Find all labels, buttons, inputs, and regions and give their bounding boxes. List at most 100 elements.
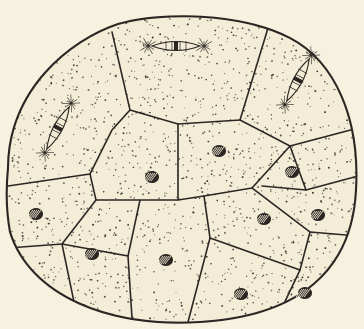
stipple-dot	[5, 259, 7, 261]
stipple-dot	[200, 159, 202, 161]
stipple-dot	[157, 309, 158, 310]
stipple-dot	[295, 58, 296, 59]
stipple-dot	[30, 298, 32, 300]
stipple-dot	[310, 127, 311, 128]
stipple-dot	[23, 118, 24, 119]
stipple-dot	[46, 190, 48, 192]
stipple-dot	[115, 133, 117, 135]
stipple-dot	[174, 183, 175, 184]
stipple-dot	[38, 62, 39, 63]
stipple-dot	[239, 16, 241, 18]
stipple-dot	[105, 317, 106, 318]
stipple-dot	[338, 126, 339, 127]
stipple-dot	[99, 209, 100, 210]
stipple-dot	[276, 150, 278, 152]
stipple-dot	[125, 266, 127, 268]
stipple-dot	[237, 50, 239, 52]
stipple-dot	[276, 217, 278, 219]
stipple-dot	[233, 158, 235, 160]
stipple-dot	[257, 16, 258, 17]
stipple-dot	[84, 304, 85, 305]
stipple-dot	[171, 53, 173, 55]
stipple-dot	[76, 116, 77, 117]
stipple-dot	[50, 82, 51, 83]
stipple-dot	[84, 164, 85, 165]
stipple-dot	[115, 227, 117, 229]
stipple-dot	[231, 167, 232, 168]
stipple-dot	[26, 55, 27, 56]
stipple-dot	[305, 202, 306, 203]
stipple-dot	[310, 20, 311, 21]
stipple-dot	[171, 106, 173, 108]
stipple-dot	[50, 13, 51, 14]
stipple-dot	[6, 290, 8, 292]
stipple-dot	[277, 15, 279, 17]
stipple-dot	[269, 37, 270, 38]
stipple-dot	[354, 74, 356, 76]
stipple-dot	[241, 90, 243, 92]
stipple-dot	[167, 37, 168, 38]
stipple-dot	[331, 46, 333, 48]
stipple-dot	[352, 204, 353, 205]
stipple-dot	[327, 208, 329, 210]
stipple-dot	[55, 276, 57, 278]
stipple-dot	[265, 68, 267, 70]
stipple-dot	[356, 266, 358, 268]
stipple-dot	[237, 187, 238, 188]
stipple-dot	[212, 136, 213, 137]
stipple-dot	[43, 131, 44, 132]
stipple-dot	[53, 218, 55, 220]
stipple-dot	[229, 300, 230, 301]
stipple-dot	[188, 265, 189, 266]
stipple-dot	[74, 242, 76, 244]
stipple-dot	[284, 92, 286, 94]
stipple-dot	[348, 211, 350, 213]
stipple-dot	[38, 36, 40, 38]
stipple-dot	[146, 190, 147, 191]
stipple-dot	[88, 149, 89, 150]
stipple-dot	[330, 40, 332, 42]
stipple-dot	[293, 241, 294, 242]
stipple-dot	[62, 201, 64, 203]
stipple-dot	[265, 61, 266, 62]
stipple-dot	[239, 208, 241, 210]
stipple-dot	[226, 83, 227, 84]
stipple-dot	[153, 230, 155, 232]
stipple-dot	[230, 87, 232, 89]
stipple-dot	[339, 50, 341, 52]
stipple-dot	[319, 273, 321, 275]
stipple-dot	[250, 270, 251, 271]
stipple-dot	[205, 64, 206, 65]
stipple-dot	[212, 114, 214, 116]
stipple-dot	[32, 287, 34, 289]
stipple-dot	[329, 55, 331, 57]
stipple-dot	[167, 301, 168, 302]
stipple-dot	[85, 312, 87, 314]
stipple-dot	[110, 73, 112, 75]
stipple-dot	[25, 29, 26, 30]
stipple-dot	[14, 77, 16, 79]
stipple-dot	[233, 225, 235, 227]
stipple-dot	[222, 275, 223, 276]
stipple-dot	[207, 141, 208, 142]
stipple-dot	[63, 17, 65, 19]
stipple-dot	[13, 282, 14, 283]
stipple-dot	[97, 83, 98, 84]
stipple-dot	[117, 27, 119, 29]
stipple-dot	[185, 251, 186, 252]
stipple-dot	[89, 279, 90, 280]
stipple-dot	[276, 76, 278, 78]
stipple-dot	[109, 203, 110, 204]
stipple-dot	[35, 313, 36, 314]
stipple-dot	[101, 321, 103, 323]
stipple-dot	[186, 250, 188, 252]
stipple-dot	[127, 224, 129, 226]
stipple-dot	[128, 188, 129, 189]
stipple-dot	[309, 266, 311, 268]
stipple-dot	[127, 275, 128, 276]
stipple-dot	[344, 309, 345, 310]
stipple-dot	[344, 96, 346, 98]
stipple-dot	[23, 224, 25, 226]
stipple-dot	[46, 293, 48, 295]
stipple-dot	[249, 13, 250, 14]
